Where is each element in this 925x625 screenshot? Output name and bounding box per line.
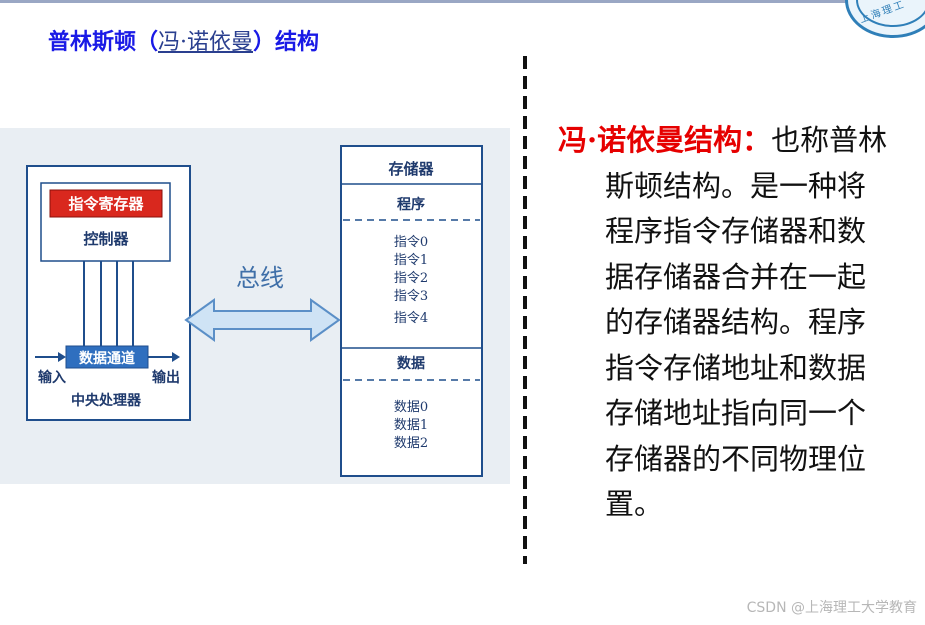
description-line: 指令存储地址和数据	[605, 350, 867, 385]
description-line: 也称普林	[771, 123, 888, 157]
data-item: 数据2	[394, 436, 428, 451]
description-line: 程序指令存储器和数	[605, 214, 867, 248]
architecture-diagram: 指令寄存器 控制器 数据通道 输入 输出 中央处理器 总线 存储器 程序 指令0…	[0, 128, 510, 484]
description-line: 存储地址指向同一个	[605, 396, 867, 430]
instruction-item: 指令0	[394, 235, 428, 250]
description-line: 置。	[605, 487, 664, 521]
description-line: 据存储器合并在一起	[605, 259, 867, 294]
program-header: 程序	[397, 196, 425, 213]
top-rule	[0, 0, 870, 3]
instruction-item: 指令3	[394, 289, 428, 304]
description-line: 斯顿结构。是一种将	[605, 168, 867, 203]
description-line: 的存储器结构。程序	[605, 305, 867, 339]
description-lead: 冯·诺依曼结构：	[558, 123, 772, 157]
data-header: 数据	[397, 355, 425, 372]
output-label: 输出	[152, 369, 180, 386]
instruction-item: 指令2	[394, 271, 428, 286]
input-label: 输入	[38, 369, 66, 386]
data-path-label: 数据通道	[79, 350, 135, 367]
dashed-divider	[523, 56, 527, 564]
description-text: 冯·诺依曼结构：也称普林 斯顿结构。是一种将 程序指令存储器和数 据存储器合并在…	[558, 118, 918, 528]
instruction-item: 指令1	[394, 253, 428, 268]
instruction-register-label: 指令寄存器	[68, 195, 144, 213]
instruction-register-box	[49, 189, 163, 218]
memory-box	[340, 145, 483, 477]
title-suffix: ）结构	[253, 29, 320, 55]
title-prefix: 普林斯顿（	[48, 29, 159, 55]
data-item: 数据0	[394, 400, 428, 415]
data-item: 数据1	[394, 418, 428, 433]
instruction-item: 指令4	[394, 311, 428, 326]
memory-header: 存储器	[388, 160, 434, 178]
title-link[interactable]: 冯·诺依曼	[158, 30, 254, 55]
description-line: 存储器的不同物理位	[605, 441, 867, 476]
cpu-label: 中央处理器	[71, 392, 142, 409]
controller-label: 控制器	[83, 230, 129, 248]
university-logo: 上海理工	[845, 0, 925, 38]
watermark: CSDN @上海理工大学教育	[746, 600, 917, 616]
bus-arrow	[184, 298, 341, 342]
bus-label: 总线	[236, 264, 284, 292]
page-title: 普林斯顿（冯·诺依曼）结构	[48, 24, 319, 56]
